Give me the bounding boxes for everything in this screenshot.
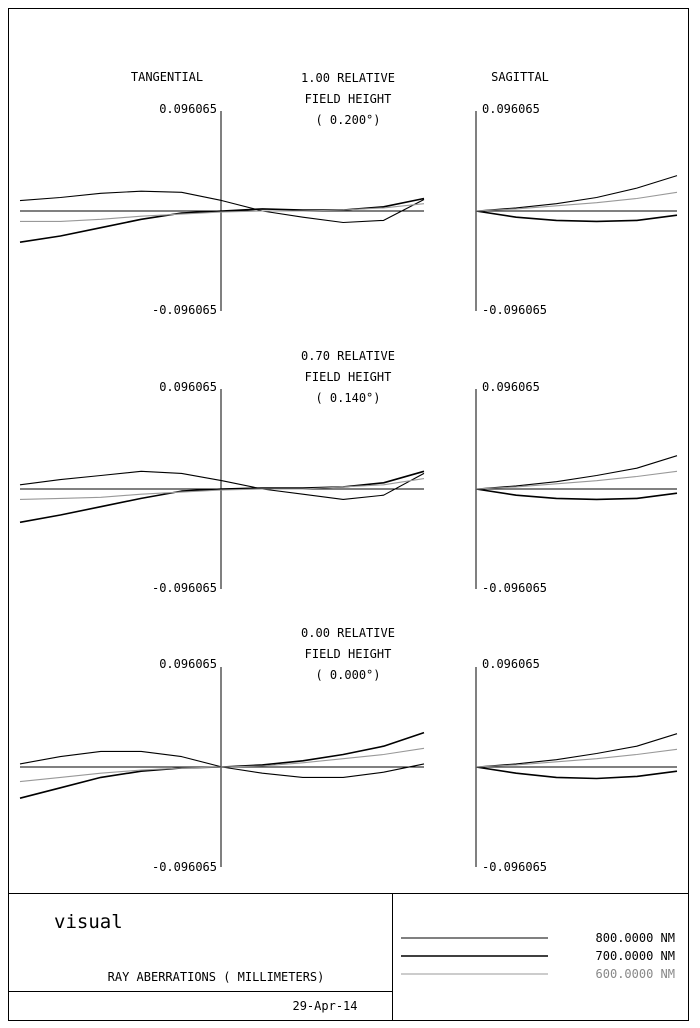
scale-max-label: 0.096065 (159, 657, 217, 671)
sagittal-curve-800nm (475, 733, 678, 768)
sagittal-curve-700nm (475, 210, 678, 223)
scale-min-label: -0.096065 (152, 581, 217, 595)
tangential-curve-600nm (20, 203, 425, 222)
scale-max-label: 0.096065 (159, 102, 217, 116)
scale-max-label: 0.096065 (482, 102, 540, 116)
tangential-curve-700nm (19, 731, 425, 799)
sagittal-curve-600nm (475, 191, 678, 212)
svg-text:FIELD HEIGHT: FIELD HEIGHT (305, 370, 392, 384)
svg-text:( 0.000°): ( 0.000°) (315, 668, 380, 682)
svg-text:0.70 RELATIVE: 0.70 RELATIVE (301, 349, 395, 363)
tangential-curve-800nm (19, 190, 425, 224)
svg-text:0.00 RELATIVE: 0.00 RELATIVE (301, 626, 395, 640)
sagittal-curve-600nm (475, 748, 678, 768)
field-label-1: 1.00 RELATIVE FIELD HEIGHT ( 0.200°) (301, 71, 395, 127)
scale-min-label: -0.096065 (482, 303, 547, 317)
sagittal-curve-800nm (475, 175, 678, 212)
svg-text:( 0.140°): ( 0.140°) (315, 391, 380, 405)
scale-max-label: 0.096065 (482, 657, 540, 671)
legend-label-600: 600.0000 NM (596, 967, 675, 981)
sagittal-curve-700nm (475, 766, 678, 780)
legend-label-800: 800.0000 NM (596, 931, 675, 945)
tangential-curve-800nm (19, 470, 425, 500)
scale-min-label: -0.096065 (482, 581, 547, 595)
tangential-curve-800nm (19, 750, 425, 778)
field-label-3: 0.00 RELATIVE FIELD HEIGHT ( 0.000°) (301, 626, 395, 682)
svg-text:( 0.200°): ( 0.200°) (315, 113, 380, 127)
aberration-curves-group (19, 111, 678, 867)
tangential-header: TANGENTIAL (131, 70, 203, 84)
svg-text:1.00 RELATIVE: 1.00 RELATIVE (301, 71, 395, 85)
plot-title: RAY ABERRATIONS ( MILLIMETERS) (108, 970, 325, 984)
scale-max-label: 0.096065 (159, 380, 217, 394)
svg-text:FIELD HEIGHT: FIELD HEIGHT (305, 92, 392, 106)
scale-min-label: -0.096065 (152, 860, 217, 874)
legend: 800.0000 NM 700.0000 NM 600.0000 NM (401, 931, 675, 981)
svg-text:FIELD HEIGHT: FIELD HEIGHT (305, 647, 392, 661)
sagittal-curve-800nm (475, 455, 678, 490)
legend-label-700: 700.0000 NM (596, 949, 675, 963)
field-label-2: 0.70 RELATIVE FIELD HEIGHT ( 0.140°) (301, 349, 395, 405)
scale-min-label: -0.096065 (482, 860, 547, 874)
sagittal-curve-600nm (475, 470, 678, 490)
scale-max-label: 0.096065 (482, 380, 540, 394)
tangential-curve-600nm (19, 747, 425, 783)
sagittal-curve-700nm (475, 488, 678, 501)
lens-name: visual (54, 911, 123, 933)
plot-date: 29-Apr-14 (292, 999, 357, 1013)
outer-frame (8, 8, 689, 1021)
sagittal-header: SAGITTAL (491, 70, 549, 84)
tangential-curve-700nm (19, 470, 425, 524)
scale-min-label: -0.096065 (152, 303, 217, 317)
tangential-curve-600nm (19, 478, 425, 500)
